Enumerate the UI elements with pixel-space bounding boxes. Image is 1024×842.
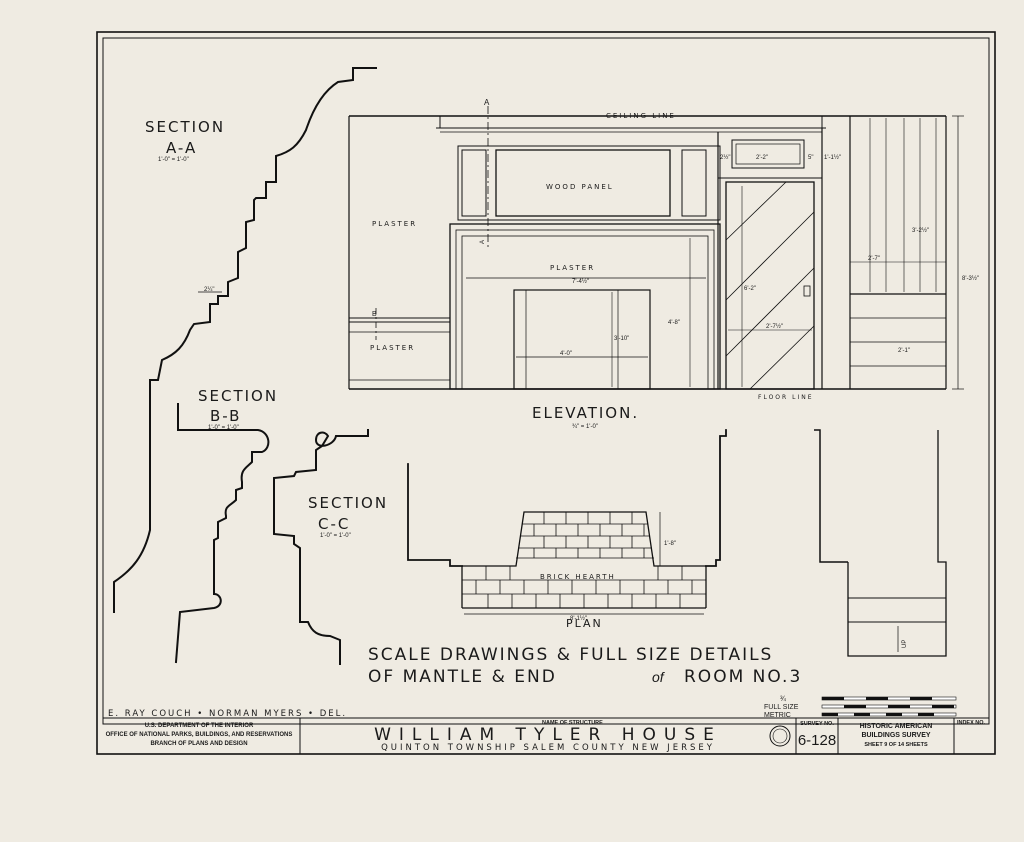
dim-firebox-height: 3'-10" [614,336,629,342]
section-cc-profile [273,429,369,665]
section-bb-profile [174,403,270,664]
heading-line-1: SCALE DRAWINGS & FULL SIZE DETAILS [368,645,773,665]
dim-firebox-width: 4'-0" [560,351,572,357]
dim-door-side-2: 1'-1½" [824,154,841,161]
agency-line-2: OFFICE OF NATIONAL PARKS, BUILDINGS, AND… [106,732,293,738]
dim-cabinet-width: 2'-7" [868,256,880,262]
section-cc-label: C-C [318,515,350,533]
index-no-label: INDEX NO. [957,720,986,726]
structure-name-label: NAME OF STRUCTURE [542,720,603,726]
agency-line-3: BRANCH OF PLANS AND DESIGN [150,741,247,747]
section-marker-a-lower: A [480,240,486,244]
plan-drawing [407,429,727,615]
dim-opening: 7'-4½" [572,278,589,285]
outer-border [96,31,996,755]
plaster-lower-label: PLASTER [370,344,415,352]
dim-panel-width: 2'-2" [756,155,768,161]
plan-hearth-label: BRICK HEARTH [540,573,616,581]
section-bb-title: SECTION [198,387,278,405]
section-aa-scale: 1'-0" = 1'-0" [158,157,189,163]
section-aa-dim: 2¼" [204,287,214,293]
survey-no-label: SURVEY NO. [800,721,834,727]
dim-left-small: 2½" [720,154,730,161]
section-cc-scale: 1'-0" = 1'-0" [320,533,351,539]
title-block [103,717,989,754]
graphic-scale-bars [821,696,957,717]
plaster-center-label: PLASTER [550,264,595,272]
habs-line-1: HISTORIC AMERICAN [860,723,933,730]
plaster-left-label: PLASTER [372,220,417,228]
elevation-scale: ¾" = 1'-0" [572,424,598,430]
dim-mantle-height: 4'-8" [668,320,680,326]
floor-line-label: FLOOR LINE [758,394,814,401]
ceiling-line-label: CEILING LINE [606,112,676,120]
sheet-number: SHEET 9 OF 14 SHEETS [864,742,928,748]
section-aa-label: A-A [166,139,197,157]
elevation-drawing [348,106,964,390]
heading-line-2b: ROOM NO.3 [684,667,802,687]
section-marker-a: A [484,98,490,107]
stair-up-label: UP [902,640,908,648]
plan-title: PLAN [566,617,603,630]
section-cc-title: SECTION [308,494,388,512]
structure-name: WILLIAM TYLER HOUSE [374,725,722,745]
section-bb-label: B-B [210,407,241,425]
agency-line-1: U.S. DEPARTMENT OF THE INTERIOR [145,723,254,729]
dim-cabinet-upper: 3'-2½" [912,227,929,234]
stair-plan-drawing [814,429,947,657]
heading-line-2a: OF MANTLE & END [368,667,557,687]
wood-panel-label: WOOD PANEL [546,183,614,191]
plan-dim-width: 8'-1½" [570,615,587,622]
habs-seal [769,725,791,747]
elevation-title: ELEVATION. [532,404,639,422]
dim-door-width: 2'-7½" [766,323,783,330]
section-bb-scale: 1'-0" = 1'-0" [208,425,239,431]
scale-full-size: FULL SIZE [764,704,799,711]
dim-door-side: 5" [808,155,813,161]
dim-cabinet-lower: 2'-1" [898,348,910,354]
inner-border [102,37,990,725]
heading-line-2-of: of [652,669,666,685]
scale-metric: METRIC [764,712,791,719]
scale-fraction: ¾ [780,696,786,703]
survey-no: 6-128 [798,732,836,749]
habs-line-2: BUILDINGS SURVEY [861,732,930,739]
plan-dim-depth: 1'-8" [664,541,676,547]
section-aa-profile [113,67,377,613]
structure-location: QUINTON TOWNSHIP SALEM COUNTY NEW JERSEY [381,743,715,753]
section-aa-title: SECTION [145,118,225,136]
delineators: E. RAY COUCH • NORMAN MYERS • DEL. [108,709,347,719]
dim-total-height: 8'-3½" [962,275,979,282]
section-marker-b: B [372,311,377,318]
dim-door-height: 6'-2" [744,286,756,292]
